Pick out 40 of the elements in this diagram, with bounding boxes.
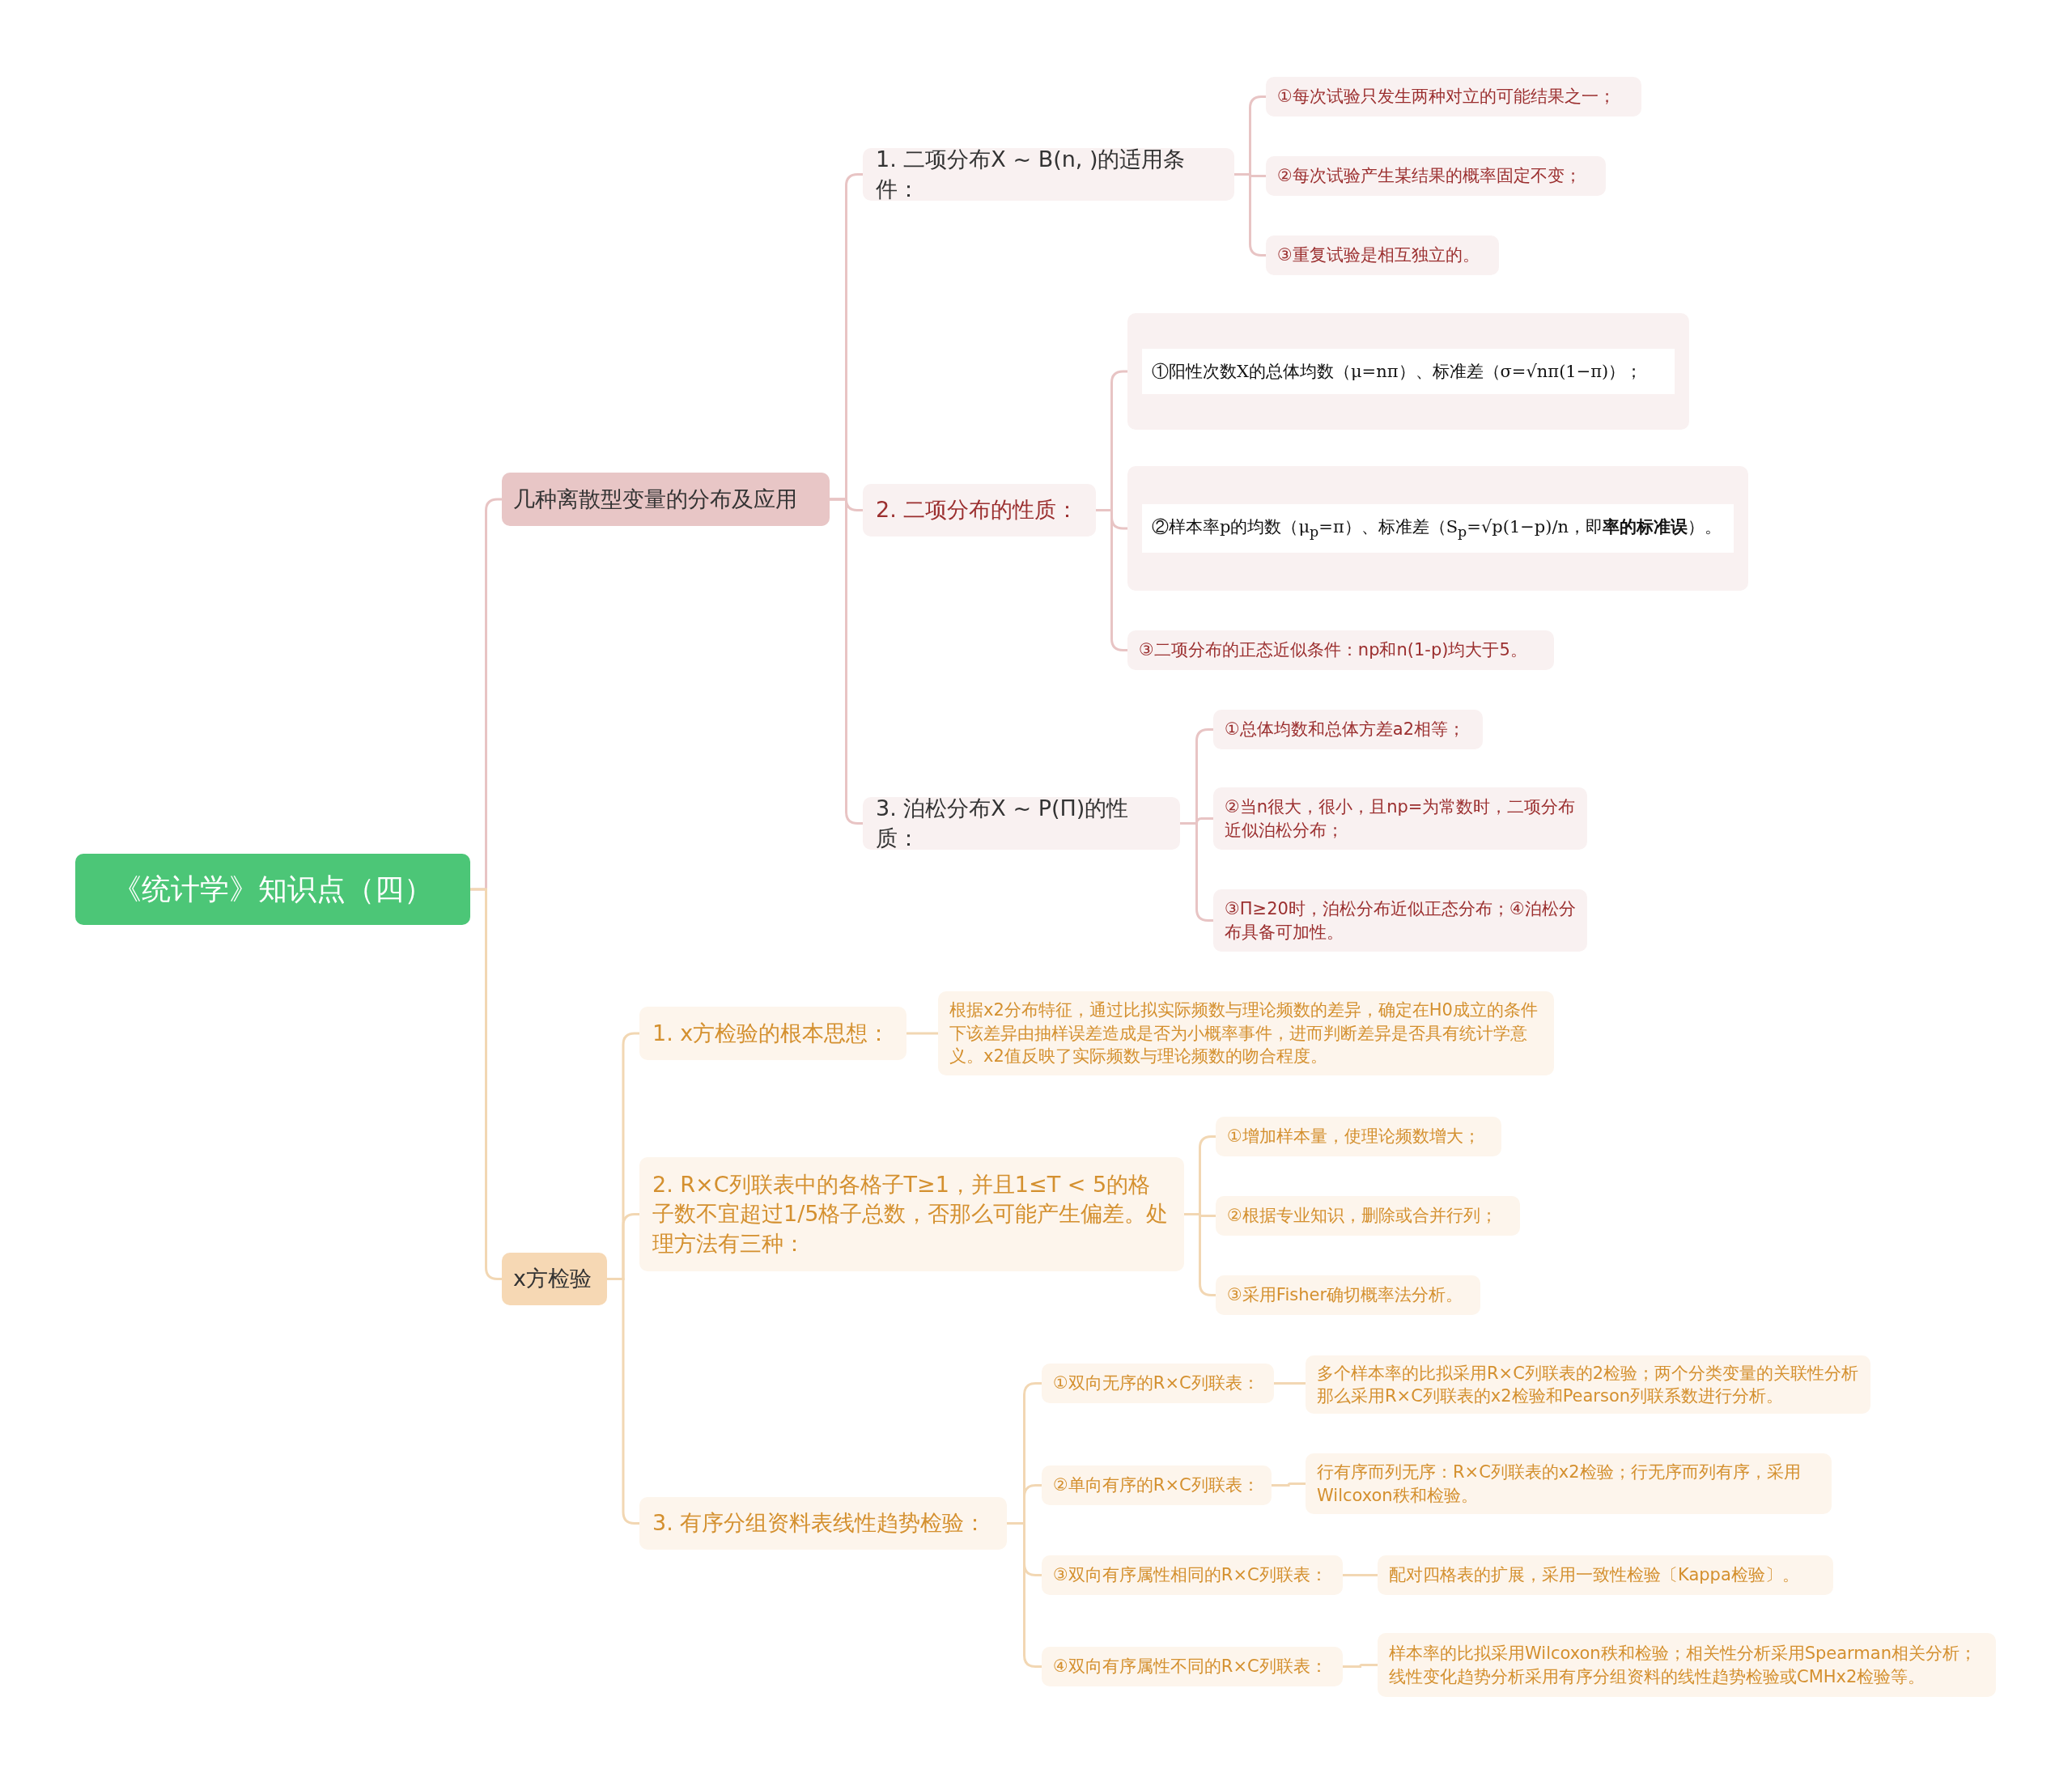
topic-box: x方检验 [502,1253,607,1305]
connector-line [906,1032,938,1035]
connector-line [1343,1664,1378,1668]
leaf-box: ①每次试验只发生两种对立的可能结果之一； [1266,77,1641,117]
formula-text: ②样本率p的均数（μ$_{p}$=π）、标准差（S$_{p}$=√p(1−p)/n，即率的标准误）。 [1142,503,1734,554]
leaf-box: ②每次试验产生某结果的概率固定不变； [1266,156,1606,196]
leaf-box: ③重复试验是相互独立的。 [1266,235,1499,275]
connector-line [1007,1522,1042,1668]
connector-line [1343,1574,1378,1576]
leaf-box: 配对四格表的扩展，采用一致性检验〔Kappa检验〕。 [1378,1555,1833,1595]
subtopic-box: 1. 二项分布X ~ B(n, )的适用条件： [863,148,1234,201]
subtopic-box: 3. 有序分组资料表线性趋势检验： [639,1497,1007,1550]
subtopic-box: 2. 二项分布的性质： [863,484,1096,537]
topic-box: 几种离散型变量的分布及应用 [502,473,830,526]
connector-line [1272,1482,1306,1487]
leaf-box: ②单向有序的R×C列联表： [1042,1465,1272,1505]
connector-line [1274,1382,1306,1385]
leaf-box: ①双向无序的R×C列联表： [1042,1364,1274,1403]
leaf-box: 行有序而列无序：R×C列联表的x2检验；行无序而列有序，采用Wilcoxon秩和检验。 [1306,1453,1832,1514]
leaf-box: 多个样本率的比拟采用R×C列联表的2检验；两个分类变量的关联性分析那么采用R×C列联表的x2检验和Pearson列联系数进行分析。 [1306,1355,1870,1414]
subtopic-box: 2. R×C列联表中的各格子T≥1，并且1≤T < 5的格子数不宜超过1/5格子总数，否那么可能产生偏差。处理方法有三种： [639,1157,1184,1271]
leaf-box: ③Π≥20时，泊松分布近似正态分布；④泊松分布具备可加性。 [1213,889,1587,952]
connector-line [830,498,863,825]
leaf-box: ③双向有序属性相同的R×C列联表： [1042,1555,1343,1595]
formula-card [1127,313,1689,430]
leaf-box: ②当n很大，很小，且np=为常数时，二项分布近似泊松分布； [1213,787,1587,850]
subtopic-box: 1. x方检验的根本思想： [639,1007,906,1060]
formula-card [1127,466,1748,591]
connector-line [1180,822,1213,922]
leaf-box: ②根据专业知识，删除或合并行列； [1216,1196,1520,1236]
root-topic-box: 《统计学》知识点（四） [75,854,470,925]
formula-text: ①阳性次数X的总体均数（μ=nπ）、标准差（σ=√nπ(1−π)）； [1142,348,1675,395]
leaf-box: ①总体均数和总体方差a2相等； [1213,710,1483,749]
leaf-box: ③二项分布的正态近似条件：np和n(1-p)均大于5。 [1127,630,1554,670]
leaf-box: ④双向有序属性不同的R×C列联表： [1042,1647,1343,1686]
leaf-box: 根据x2分布特征，通过比拟实际频数与理论频数的差异，确定在H0成立的条件下该差异由抽样误差造成是否为小概率事件，进而判断差异是否具有统计学意义。x2值反映了实际频数与理论频数的吻合程度。 [938,991,1554,1075]
leaf-box: ③采用Fisher确切概率法分析。 [1216,1275,1480,1315]
leaf-box: 样本率的比拟采用Wilcoxon秩和检验；相关性分析采用Spearman相关分析；线性变化趋势分析采用有序分组资料的线性趋势检验或CMHx2检验等。 [1378,1633,1996,1697]
leaf-box: ①增加样本量，使理论频数增大； [1216,1117,1501,1156]
subtopic-box: 3. 泊松分布X ~ P(Π)的性质： [863,797,1180,850]
